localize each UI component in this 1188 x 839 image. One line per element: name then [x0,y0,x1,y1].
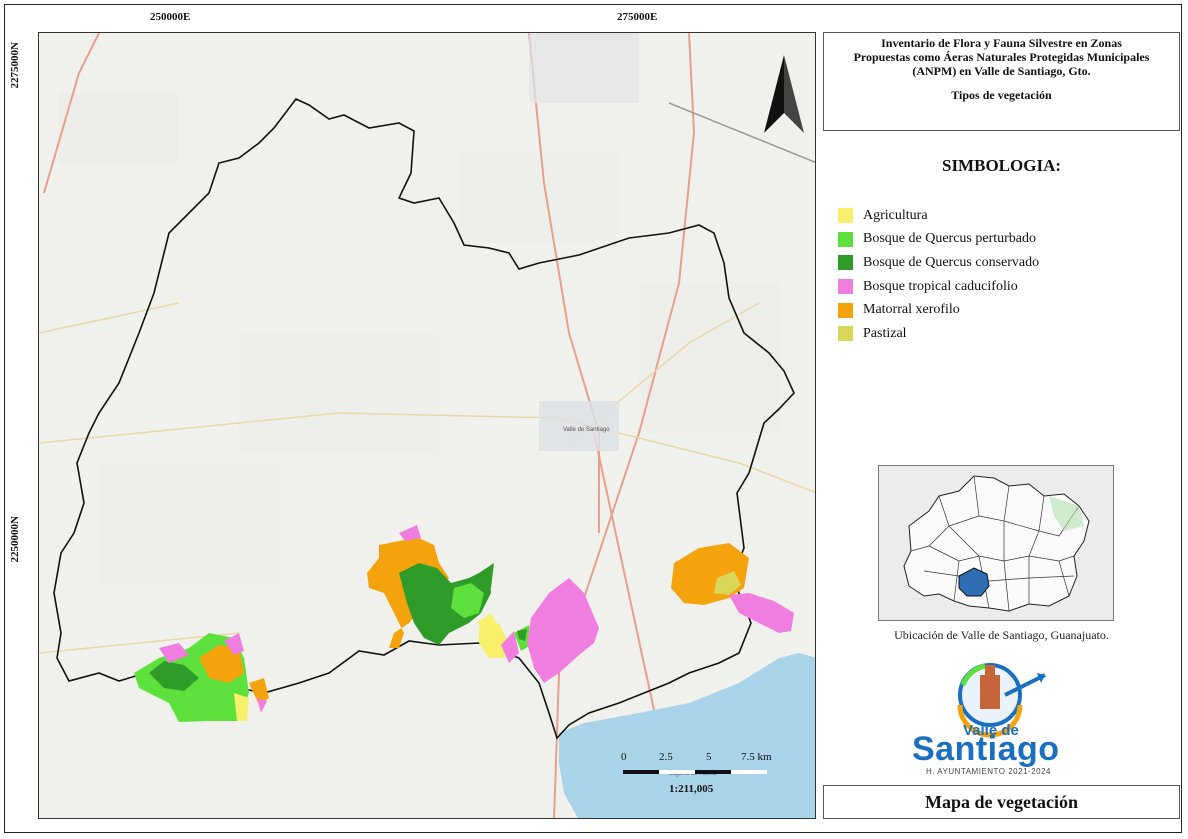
legend-label: Bosque tropical caducifolio [863,278,1018,294]
scale-tick-7-5-km: 7.5 km [741,751,772,763]
logo-text-santiago: Santiago [912,730,1060,768]
municipality-logo [957,663,1046,738]
city-label: Valle de Santiago [563,427,610,433]
title-line-3: (ANPM) en Valle de Santiago, Gto. [912,64,1091,78]
legend-item: Bosque tropical caducifolio [838,275,1039,299]
legend-swatch [838,279,853,295]
scale-bar: 0 2.5 5 7.5 km 1:211,005 [621,751,772,795]
legend-label: Pastizal [863,325,907,341]
inset-locator-map [878,465,1114,621]
municipal-borders [910,475,1080,612]
coord-label-250000e: 250000E [150,11,191,23]
inset-green-area [1049,496,1084,531]
legend-label: Matorral xerofilo [863,302,960,318]
inset-caption: Ubicación de Valle de Santiago, Guanajua… [894,628,1109,642]
legend-swatch [838,208,853,224]
footer-panel: Mapa de vegetación [823,785,1180,819]
valle-de-santiago-highlight [958,567,990,597]
title-subtitle: Tipos de vegetación [951,88,1052,102]
legend: Agricultura Bosque de Quercus perturbado… [838,204,1039,346]
legend-item: Pastizal [838,322,1039,346]
scale-tick-0: 0 [621,751,627,763]
logo-text-valle-de: Valle de [963,722,1019,739]
municipality-boundary [53,98,795,740]
legend-label: Agricultura [863,207,928,223]
title-panel: Inventario de Flora y Fauna Silvestre en… [823,32,1180,131]
map-canvas: Valle de Santiago Laguna de Yuriria [39,33,815,818]
scale-tick-2-5: 2.5 [659,751,673,763]
town-area [529,33,639,103]
vegetation-center [367,525,599,683]
scale-ratio: 1:211,005 [669,783,714,795]
vegetation-east [671,543,794,633]
title-line-2: Propuestas como Áeras Naturales Protegid… [853,50,1150,64]
lake [559,653,815,818]
city-area [539,401,619,451]
coord-label-2250000n: 2250000N [9,516,21,563]
legend-item: Bosque de Quercus conservado [838,251,1039,275]
map-view[interactable]: Valle de Santiago Laguna de Yuriria [38,32,816,819]
logo-text-ayuntamiento: H. AYUNTAMIENTO 2021-2024 [926,767,1051,776]
legend-swatch [838,255,853,271]
coord-label-275000e: 275000E [617,11,658,23]
legend-swatch [838,231,853,247]
legend-item: Bosque de Quercus perturbado [838,228,1039,252]
legend-swatch [838,326,853,342]
title-line-1: Inventario de Flora y Fauna Silvestre en… [881,36,1122,50]
legend-label: Bosque de Quercus perturbado [863,231,1037,247]
legend-swatch [838,302,853,318]
rail-line [668,102,815,163]
vegetation-west [134,633,269,722]
terrain-patches [59,93,779,583]
legend-item: Matorral xerofilo [838,298,1039,322]
legend-label: Bosque de Quercus conservado [863,254,1040,270]
legend-title: SIMBOLOGIA: [941,156,1062,175]
north-arrow-icon [764,55,804,133]
scale-tick-5: 5 [706,751,712,763]
coord-label-2275000n: 2275000N [9,42,21,89]
inset-map-canvas [879,466,1113,620]
outer-frame [4,4,1182,833]
legend-item: Agricultura [838,204,1039,228]
